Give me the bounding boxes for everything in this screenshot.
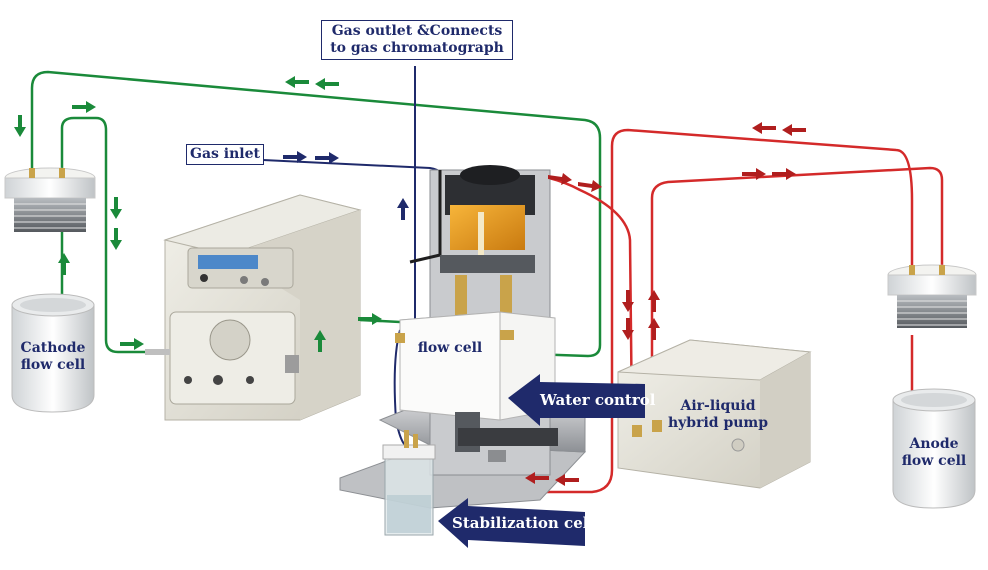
gas-inlet-label: Gas inlet	[186, 144, 264, 165]
air-liquid-pump	[617, 339, 812, 489]
peristaltic-pump	[145, 194, 362, 421]
anode-line1: Anode	[909, 436, 959, 452]
cathode-flow-cell-cup	[11, 293, 95, 413]
stabilization-cell-arrow	[438, 498, 585, 548]
stabilization-cell-label: Stabilization cell	[452, 514, 595, 532]
cathode-line1: Cathode	[20, 340, 86, 356]
cathode-line2: flow cell	[20, 356, 86, 373]
gas-outlet-line2: to gas chromatograph	[330, 39, 504, 56]
pump-line2: hybrid pump	[667, 414, 769, 431]
gas-outlet-line1: Gas outlet &Connects	[331, 23, 503, 39]
water-control-arrow	[508, 374, 645, 426]
flow-cell-text: flow cell	[417, 340, 483, 356]
cathode-reservoir-lid	[4, 167, 96, 232]
flow-arrows-green	[14, 76, 382, 352]
flow-cell-assembly	[339, 165, 587, 509]
anode-flow-cell-label: Anode flow cell	[896, 436, 972, 470]
cathode-flow-cell-label: Cathode flow cell	[14, 340, 92, 374]
flow-arrows-red	[525, 122, 806, 486]
stabilization-cell-vessel	[382, 430, 436, 536]
air-liquid-pump-label: Air-liquid hybrid pump	[658, 398, 778, 432]
water-control-label: Water control	[540, 391, 656, 409]
pump-line1: Air-liquid	[680, 398, 756, 414]
flow-arrows-gas	[283, 151, 409, 220]
anode-reservoir-lid	[887, 264, 977, 328]
flow-cell-label: flow cell	[410, 340, 490, 357]
gas-outlet-label: Gas outlet &Connects to gas chromatograp…	[321, 20, 513, 60]
anode-line2: flow cell	[901, 452, 967, 469]
gas-inlet-text: Gas inlet	[190, 146, 260, 162]
anode-flow-cell-cup	[892, 388, 976, 509]
